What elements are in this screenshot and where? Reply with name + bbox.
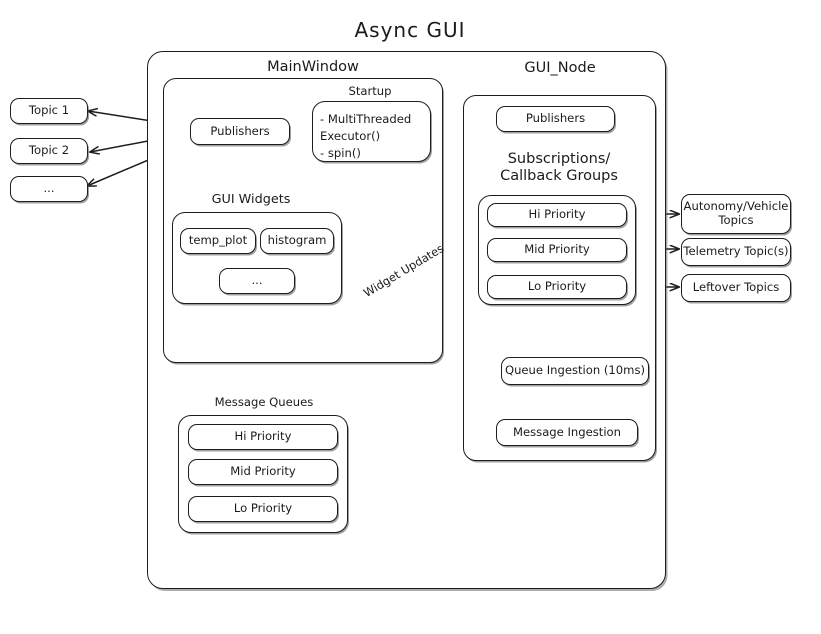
right-topic-label: Telemetry Topic(s): [683, 244, 789, 259]
right-topic-label: Autonomy/Vehicle Topics: [683, 199, 789, 227]
subscription-box-hi-priority[interactable]: Hi Priority: [487, 203, 627, 227]
left-topic-label: Topic 1: [28, 103, 70, 118]
right-topic-label: Leftover Topics: [692, 280, 780, 295]
subscription-label: Mid Priority: [524, 242, 590, 257]
widget-label: ...: [251, 273, 263, 288]
gui-node-publishers-label: Publishers: [525, 111, 586, 126]
widget-box-histogram[interactable]: histogram: [260, 228, 334, 254]
message-ingestion-box[interactable]: Message Ingestion: [496, 419, 638, 446]
left-topic-box[interactable]: ...: [10, 176, 88, 202]
right-topic-box-autonomy[interactable]: Autonomy/Vehicle Topics: [681, 194, 791, 234]
queue-ingestion-label: Queue Ingestion (10ms): [504, 363, 646, 378]
subscription-label: Hi Priority: [528, 207, 586, 222]
gui-node-publishers-box[interactable]: Publishers: [496, 106, 615, 132]
message-queues-title: Message Queues: [214, 395, 314, 409]
mainwindow-publishers-label: Publishers: [210, 123, 270, 138]
subscription-label: Lo Priority: [527, 279, 587, 294]
gui-node-title: GUI_Node: [524, 60, 596, 76]
mainwindow-publishers-box[interactable]: Publishers: [190, 118, 290, 145]
queue-label: Mid Priority: [230, 464, 296, 479]
startup-box: [312, 101, 431, 162]
gui-widgets-title: GUI Widgets: [211, 192, 291, 207]
left-topic-label: ...: [43, 181, 55, 196]
subscriptions-title: Subscriptions/ Callback Groups: [500, 151, 618, 185]
queue-box-mid-priority[interactable]: Mid Priority: [188, 459, 338, 485]
mainwindow-title: MainWindow: [267, 59, 359, 75]
startup-title: Startup: [348, 84, 392, 98]
right-topic-box-telemetry[interactable]: Telemetry Topic(s): [681, 238, 791, 266]
subscription-box-lo-priority[interactable]: Lo Priority: [487, 275, 627, 299]
right-topic-box-leftover[interactable]: Leftover Topics: [681, 274, 791, 302]
queue-ingestion-box[interactable]: Queue Ingestion (10ms): [501, 357, 649, 385]
left-topic-box[interactable]: Topic 1: [10, 98, 88, 124]
left-topic-label: Topic 2: [28, 143, 70, 158]
widget-label: histogram: [267, 233, 327, 248]
queue-label: Hi Priority: [234, 429, 292, 444]
queue-box-hi-priority[interactable]: Hi Priority: [188, 424, 338, 450]
queue-label: Lo Priority: [233, 501, 293, 516]
left-topic-box[interactable]: Topic 2: [10, 138, 88, 164]
widget-label: temp_plot: [188, 233, 248, 248]
page-title: Async GUI: [354, 18, 466, 42]
subscription-box-mid-priority[interactable]: Mid Priority: [487, 238, 627, 262]
message-ingestion-label: Message Ingestion: [512, 424, 621, 439]
startup-items: - MultiThreaded Executor() - spin(): [320, 112, 412, 160]
queue-box-lo-priority[interactable]: Lo Priority: [188, 496, 338, 522]
widget-box-temp-plot[interactable]: temp_plot: [180, 228, 256, 254]
widget-box-etc[interactable]: ...: [219, 268, 295, 294]
